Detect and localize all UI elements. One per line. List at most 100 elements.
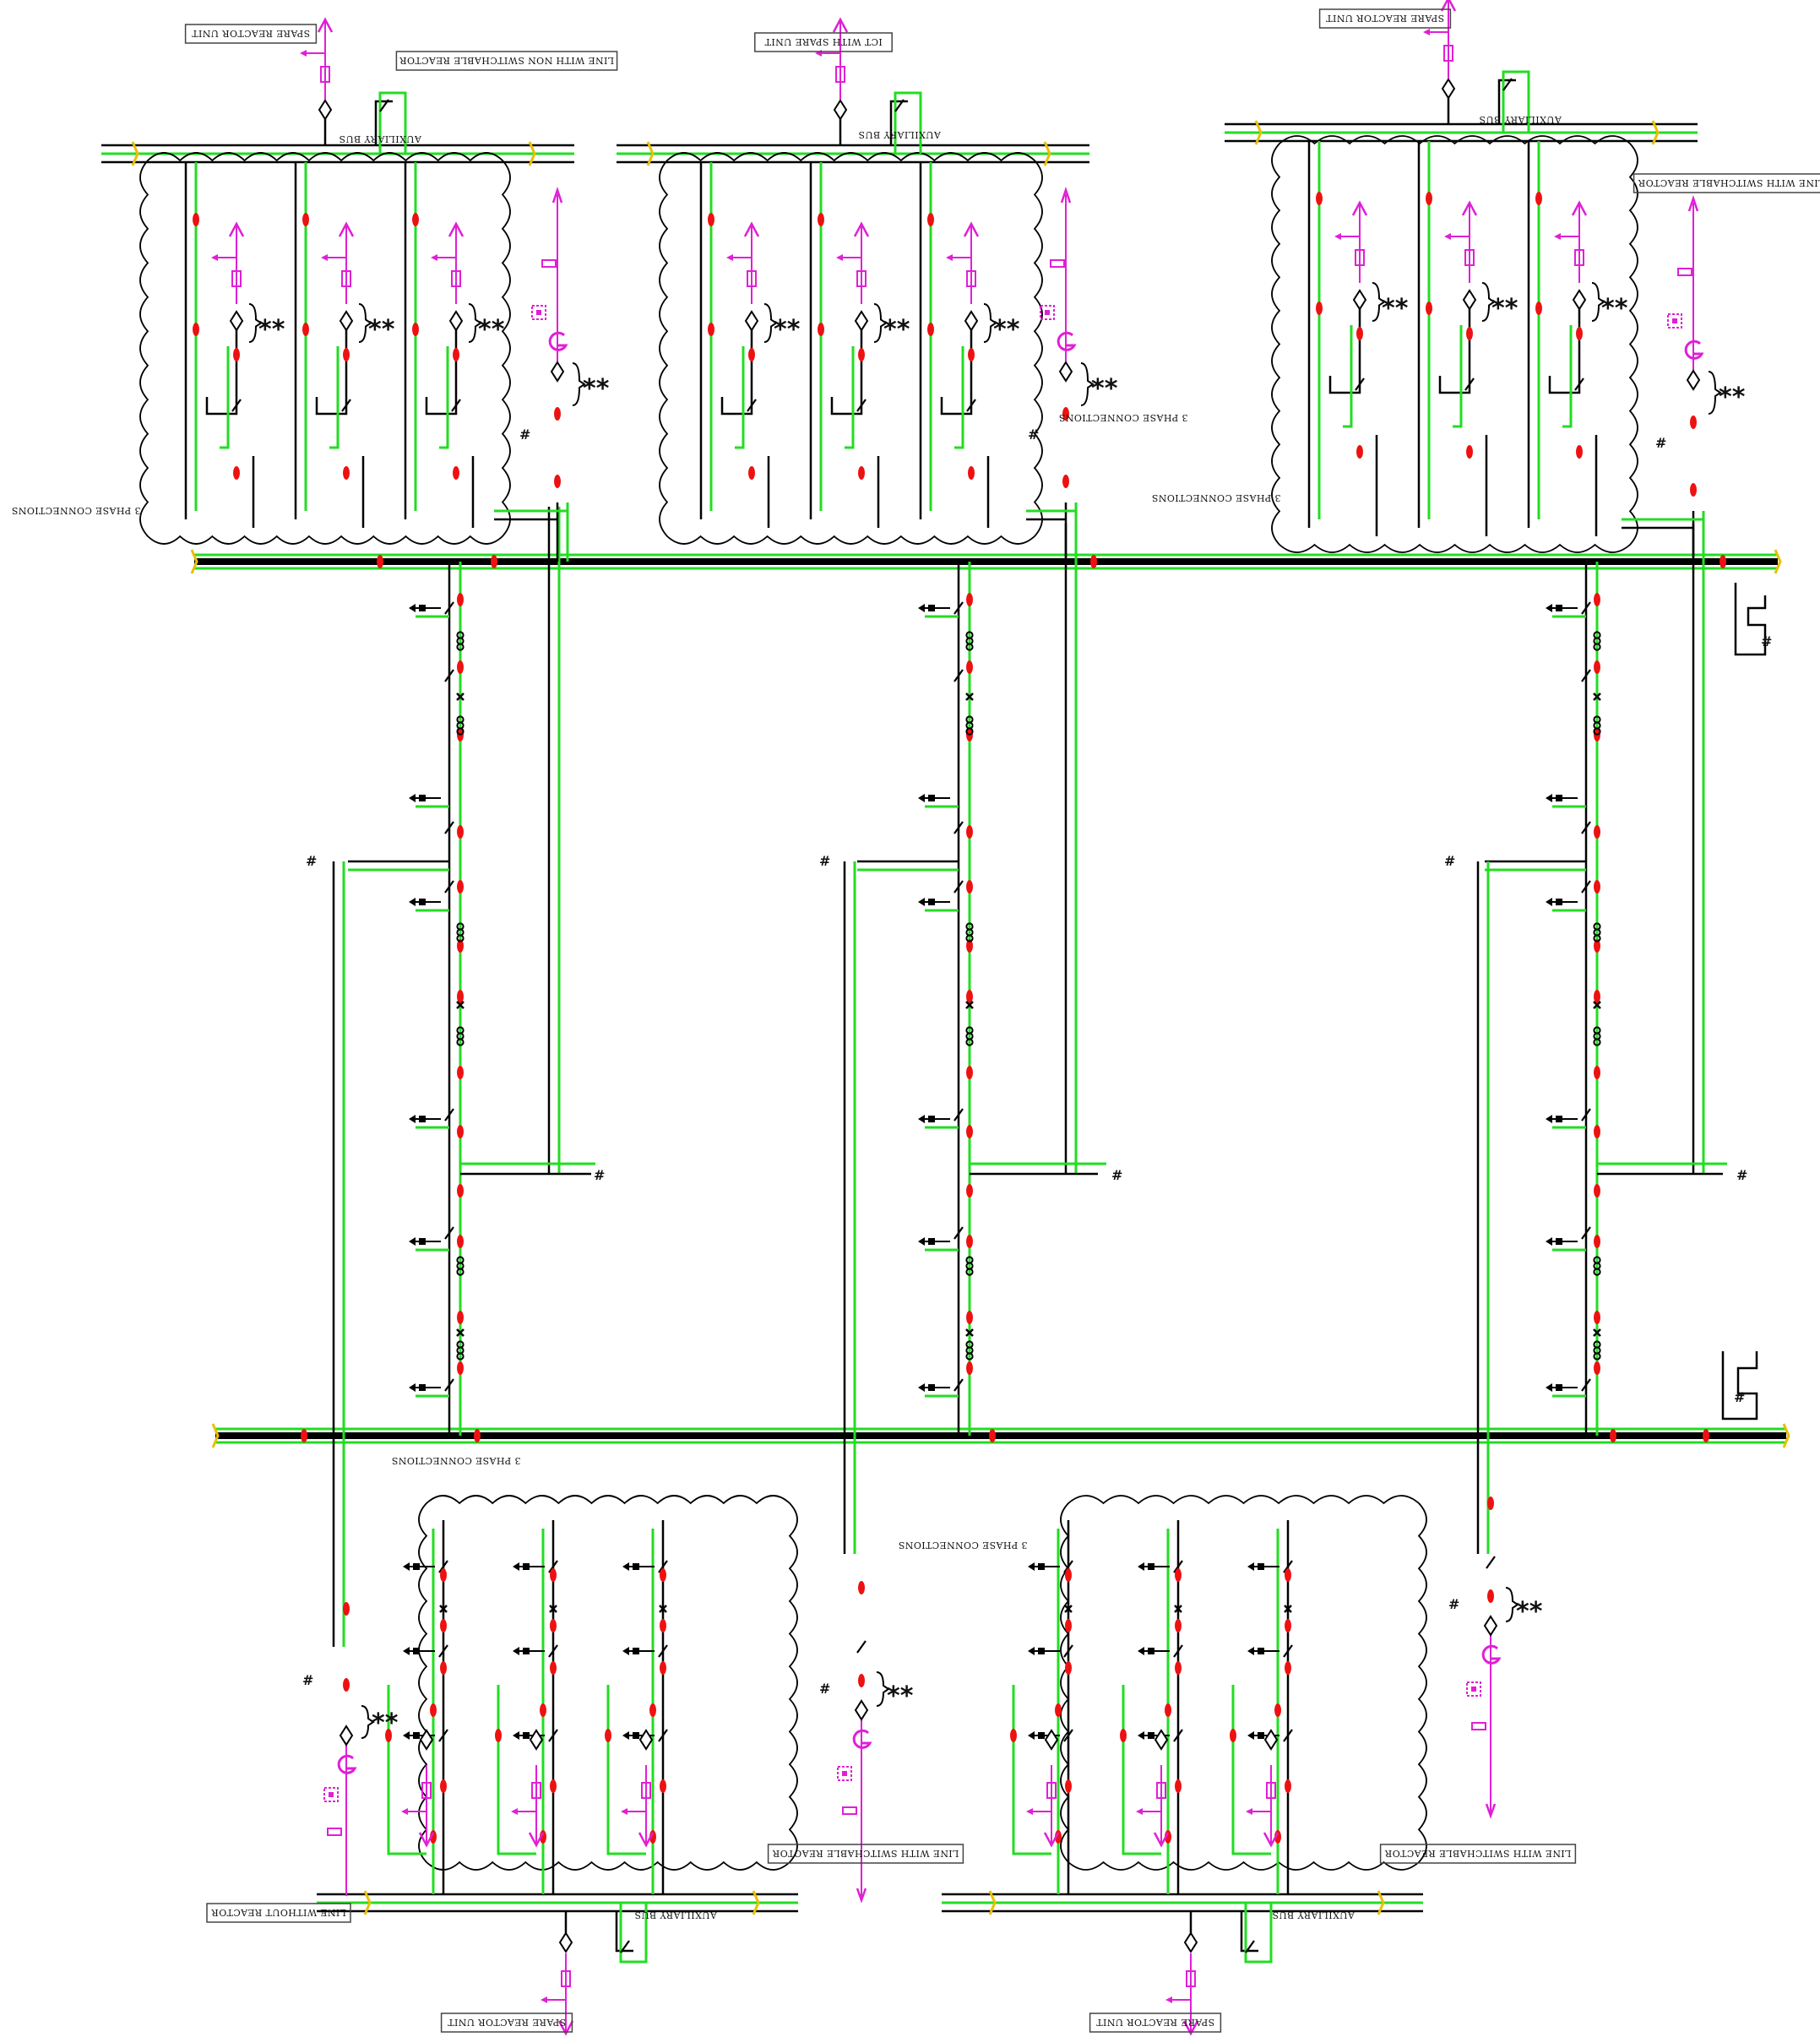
brace: [1372, 282, 1386, 322]
label-line-sr-bot-left-text: LINE WITH SWITCHABLE REACTOR: [772, 1848, 959, 1859]
arrester-arrow: [511, 1808, 518, 1815]
arrester-arrow: [300, 50, 307, 57]
breaker-marker: [457, 1361, 464, 1375]
line-arrow-icon: [856, 1888, 867, 1904]
conductor-lines: [101, 70, 1786, 1964]
arrester-arrow: [621, 1808, 627, 1815]
breaker-marker: [966, 1235, 973, 1248]
switch-blade: [1283, 1560, 1293, 1573]
breaker-marker: [457, 1184, 464, 1198]
breaker-marker: [1065, 1661, 1072, 1675]
cross-mark: [1174, 1605, 1182, 1613]
breaker-marker: [343, 1602, 350, 1616]
switch-blade: [444, 601, 454, 615]
reactor-coil: [231, 270, 242, 287]
switch-blade: [1581, 821, 1591, 834]
green-conductor: [497, 1685, 536, 1855]
ct-coil: [456, 1352, 465, 1361]
double-asterisk-mark: **: [883, 315, 910, 345]
label-line-no-reactor: LINE WITHOUT REACTOR: [206, 1903, 351, 1923]
reactor-coil: [1574, 249, 1584, 266]
group-line-nsr-spare-unit-icon: [317, 17, 334, 33]
label-3ph-4-text: 3 PHASE CONNECTIONS: [391, 1455, 520, 1466]
switch-blade: [966, 399, 976, 412]
earth-block: [1556, 1116, 1562, 1122]
switch-blade: [658, 1729, 668, 1742]
breaker-marker: [1055, 1703, 1062, 1717]
earth-arrow: [918, 604, 925, 612]
reactor-coil: [856, 270, 867, 287]
earth-arrow: [1546, 1115, 1552, 1123]
switch-blade: [620, 1940, 630, 1953]
breaker-marker: [1426, 301, 1432, 315]
bus-end-mark: [1254, 120, 1263, 145]
group-line-sr-reactor-icon: [1571, 200, 1588, 216]
green-conductor: [1012, 1685, 1051, 1855]
label-3ph-3-text: 3 PHASE CONNECTIONS: [1151, 492, 1280, 503]
label-3ph-1: 3 PHASE CONNECTIONS: [11, 505, 140, 516]
switch-blade: [1581, 1378, 1591, 1392]
brace: [763, 303, 778, 343]
black-conductor: [1328, 308, 1361, 394]
breaker-marker: [1594, 1235, 1600, 1248]
hash-mark: #: [306, 853, 317, 869]
earth-arrow: [513, 1562, 519, 1571]
breaker-marker: [1594, 939, 1600, 953]
cvt-core: [329, 1792, 334, 1797]
earth-arrow: [1546, 1237, 1552, 1246]
line-arrow-icon: [1485, 1803, 1497, 1819]
breaker-marker: [966, 880, 973, 894]
switch-blade: [438, 1560, 448, 1573]
green-conductor: [735, 346, 745, 449]
group-ict-reactor-icon: [963, 221, 980, 237]
breaker-marker: [1274, 1830, 1281, 1844]
switch-blade: [444, 880, 454, 894]
earth-arrow: [918, 898, 925, 906]
switch-blade: [1283, 1644, 1293, 1658]
green-conductor: [378, 91, 407, 154]
label-line-sr-top-box: [1633, 173, 1820, 193]
reactor-coil: [1186, 1970, 1196, 1987]
breaker-marker: [1274, 1703, 1281, 1717]
cvt-core: [536, 310, 541, 315]
earth-block: [523, 1648, 530, 1654]
switch-blade: [1581, 1108, 1591, 1122]
breaker-marker: [966, 1311, 973, 1324]
breaker-marker: [1175, 1661, 1182, 1675]
breaker-marker: [193, 323, 199, 336]
breaker-diamond: [1462, 289, 1477, 311]
double-asterisk-mark: **: [1091, 374, 1118, 404]
bus-end-mark: [1774, 549, 1782, 574]
earth-arrow: [1138, 1731, 1144, 1740]
breaker-diamond: [638, 1729, 654, 1751]
cvt-icon: [323, 1787, 339, 1802]
ct-coil: [965, 1268, 974, 1276]
arrester-arrow: [541, 1996, 547, 2003]
breaker-marker: [966, 1184, 973, 1198]
earth-arrow: [409, 794, 416, 802]
label-line-sr-bot-right-text: LINE WITH SWITCHABLE REACTOR: [1384, 1848, 1571, 1859]
bus-end-mark: [646, 141, 655, 166]
black-conductor: [830, 329, 863, 416]
label-aux-bus-5-text: AUXILIARY BUS: [1272, 1909, 1355, 1920]
breaker-marker: [708, 213, 714, 226]
bus-end-mark: [752, 1890, 760, 1915]
group-ict-reactor-icon: [853, 221, 870, 237]
earth-block: [1038, 1732, 1045, 1739]
earth-arrow: [1028, 1731, 1035, 1740]
earth-block: [1258, 1648, 1264, 1654]
brace: [1591, 282, 1605, 322]
label-aux-bus-3-text: AUXILIARY BUS: [1479, 114, 1562, 125]
breaker-diamond: [854, 1699, 869, 1721]
breaker-marker: [1230, 1729, 1236, 1742]
ct-coil: [456, 643, 465, 651]
breaker-marker: [457, 1235, 464, 1248]
arrester-arrow: [1444, 233, 1451, 240]
breaker-diamond: [550, 361, 565, 383]
breaker-marker: [1285, 1568, 1291, 1582]
breaker-marker: [343, 348, 350, 361]
reactor-coil: [966, 270, 976, 287]
breaker-marker: [1165, 1830, 1171, 1844]
earth-block: [1556, 1238, 1562, 1245]
breaker-diamond: [448, 310, 464, 332]
